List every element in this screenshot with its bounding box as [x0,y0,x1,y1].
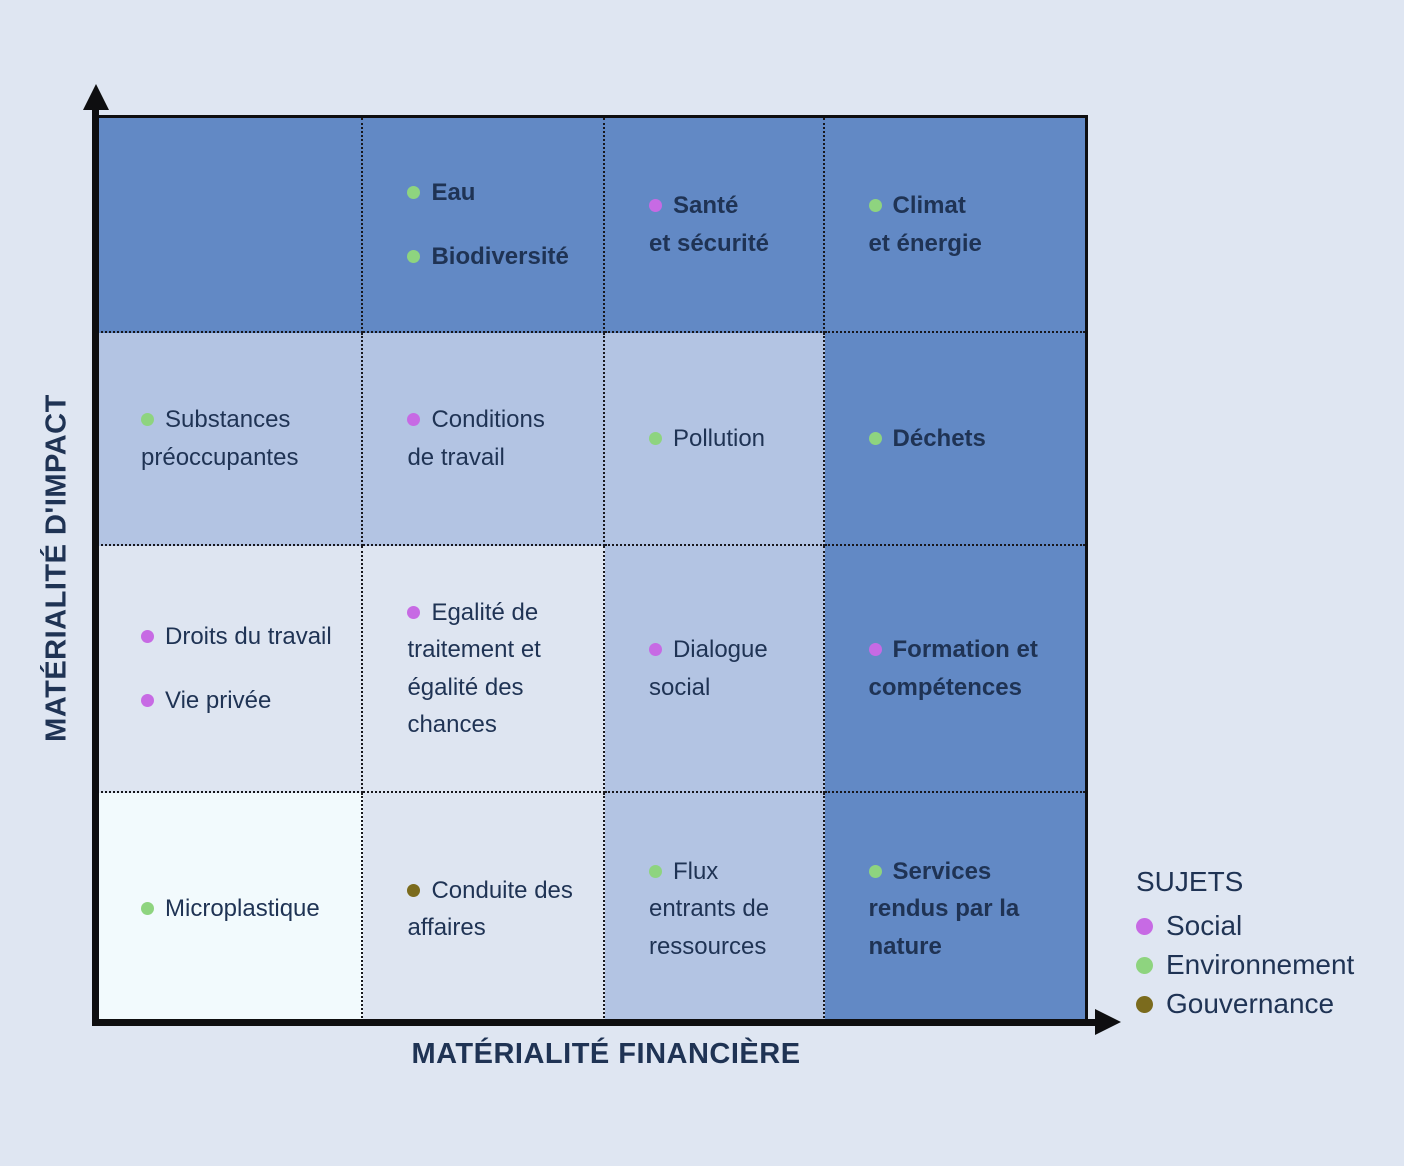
topic-label: Climat et énergie [868,192,982,257]
topic-item: Conditions de travail [407,401,589,476]
legend: SUJETS Social Environnement Gouvernance [1136,866,1354,1020]
environnement-dot [141,413,154,427]
topic-label: Conduite des affaires [407,876,573,941]
gouvernance-dot [407,883,421,897]
topic-label: Eau [431,178,476,206]
matrix-cell-r1c3: Santé et sécurité [604,118,825,333]
topic-label: Formation et compétences [868,636,1038,701]
topic-label: Déchets [892,424,986,452]
matrix-cell-r2c4: Déchets [824,333,1085,546]
topic-item: Déchets [868,420,1071,457]
social-dot [1136,917,1153,935]
legend-label: Gouvernance [1166,988,1335,1019]
matrix-cell-r4c1: Microplastique [97,793,364,1025]
y-axis-arrow-icon [83,84,109,110]
topic-item: Biodiversité [407,238,589,275]
environnement-dot [141,902,154,916]
topic-label: Conditions de travail [407,406,545,471]
topic-label: Pollution [672,424,766,452]
topic-item: Flux entrants de ressources [648,853,809,965]
legend-item-gouvernance: Gouvernance [1136,988,1354,1020]
x-axis-arrow-icon [1095,1009,1121,1035]
topic-label: Droits du travail [165,622,332,650]
topic-label: Egalité de traitement et égalité des cha… [407,598,541,738]
matrix-cell-r2c2: Conditions de travail [363,333,605,546]
matrix-cell-r4c2: Conduite des affaires [363,793,605,1025]
topic-label: Biodiversité [431,243,569,270]
topic-item: Microplastique [141,890,347,927]
topic-item: Conduite des affaires [407,872,589,947]
matrix-cell-r1c1 [97,118,364,333]
topic-label: Vie privée [165,687,272,714]
matrix-cell-r1c4: Climat et énergie [824,118,1085,333]
topic-item: Santé et sécurité [648,187,809,262]
matrix-cell-r4c3: Flux entrants de ressources [604,793,825,1025]
topic-item: Climat et énergie [868,187,1071,262]
topic-label: Santé et sécurité [648,192,770,257]
matrix-cell-r4c4: Services rendus par la nature [824,793,1085,1025]
environnement-dot [868,199,882,213]
environnement-dot [648,431,662,445]
environnement-dot [648,864,662,878]
topic-item: Vie privée [141,682,347,719]
legend-label: Environnement [1166,949,1355,980]
social-dot [141,629,154,643]
social-dot [141,694,154,707]
topic-label: Flux entrants de ressources [648,857,770,960]
environnement-dot [868,864,882,878]
legend-item-social: Social [1136,910,1354,942]
social-dot [407,413,421,427]
legend-label: Social [1166,910,1243,941]
topic-label: Dialogue social [648,636,768,701]
environnement-dot [868,431,882,445]
topic-item: Droits du travail [141,618,347,655]
environnement-dot [407,185,421,199]
topic-item: Services rendus par la nature [868,853,1071,965]
topic-label: Microplastique [165,895,320,923]
topic-item: Formation et compétences [868,631,1071,706]
topic-label: Substances préoccupantes [141,406,299,471]
legend-item-environnement: Environnement [1136,949,1354,981]
y-axis-line [92,105,99,1026]
matrix-cell-r3c4: Formation et compétences [824,546,1085,793]
environnement-dot [407,250,421,263]
environnement-dot [1136,956,1153,974]
matrix-cell-r3c1: Droits du travail Vie privée [97,546,364,793]
x-axis-label: MATÉRIALITÉ FINANCIÈRE [411,1038,801,1070]
topic-item: Egalité de traitement et égalité des cha… [407,594,589,744]
topic-item: Pollution [648,420,809,457]
topic-item: Dialogue social [648,631,809,706]
matrix-cell-r2c3: Pollution [604,333,825,546]
matrix-cell-r1c2: Eau Biodiversité [363,118,605,333]
y-axis-label: MATÉRIALITÉ D'IMPACT [40,394,73,742]
topic-label: Services rendus par la nature [868,857,1020,960]
materiality-matrix: Eau Biodiversité Santé et sécurité Clima… [97,115,1088,1025]
topic-item: Eau [407,174,589,211]
social-dot [407,605,421,619]
social-dot [648,199,662,213]
social-dot [648,643,662,657]
matrix-cell-r3c2: Egalité de traitement et égalité des cha… [363,546,605,793]
legend-title: SUJETS [1136,866,1244,897]
matrix-cell-r2c1: Substances préoccupantes [97,333,364,546]
x-axis-line [95,1019,1100,1026]
topic-item: Substances préoccupantes [141,401,347,476]
social-dot [868,643,882,657]
matrix-cell-r3c3: Dialogue social [604,546,825,793]
gouvernance-dot [1136,995,1153,1013]
